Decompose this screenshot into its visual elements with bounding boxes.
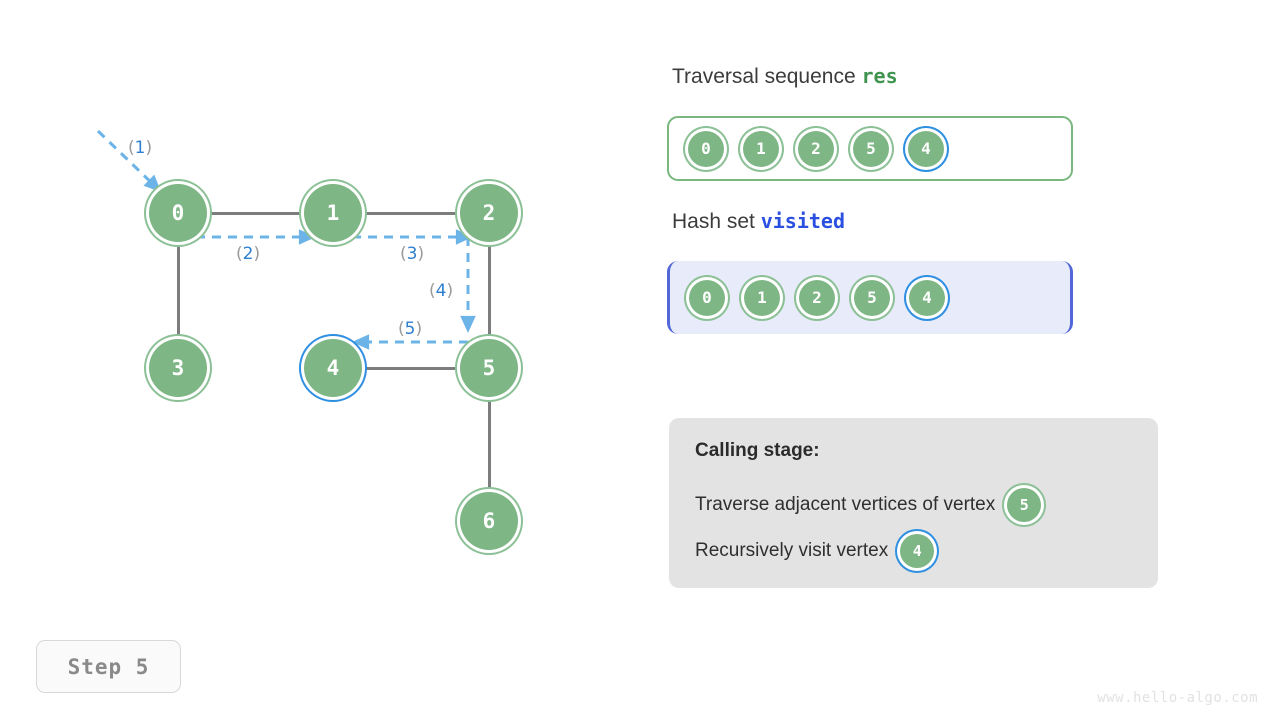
graph-node-0[interactable]: 0 — [149, 184, 207, 242]
res-cell-1[interactable]: 1 — [743, 130, 779, 167]
graph-node-4-label: 4 — [326, 356, 340, 380]
graph-panel: (1) (2) (3) (4) (5) 0 1 2 3 4 5 6 — [96, 129, 518, 550]
traversal-label-3: (3) — [400, 244, 425, 264]
calling-stage-line-2-node-label: 4 — [912, 542, 922, 560]
res-cell-3[interactable]: 5 — [853, 130, 889, 167]
right-panel: Traversal sequence res 0 1 2 5 4 Hash se… — [640, 0, 1280, 720]
graph-node-5-label: 5 — [482, 356, 496, 380]
visited-cell-4[interactable]: 4 — [909, 279, 945, 316]
calling-stage-line-1-text: Traverse adjacent vertices of vertex — [695, 494, 996, 515]
graph-edge-1-2 — [362, 212, 460, 215]
graph-edge-4-5 — [362, 367, 460, 370]
graph-edge-0-1 — [207, 212, 304, 215]
calling-stage-line-1-node-label: 5 — [1019, 496, 1029, 514]
graph-edge-2-5 — [488, 242, 491, 339]
visited-cell-3[interactable]: 5 — [854, 279, 890, 316]
visited-cell-0[interactable]: 0 — [689, 279, 725, 316]
res-cell-0-label: 0 — [701, 139, 711, 158]
traversal-label-5: (5) — [398, 319, 423, 339]
graph-node-1[interactable]: 1 — [304, 184, 362, 242]
graph-edge-5-6 — [488, 397, 491, 492]
graph-node-3-label: 3 — [171, 356, 185, 380]
visited-cell-0-label: 0 — [702, 288, 712, 307]
visited-heading-code: visited — [760, 209, 846, 233]
graph-node-2[interactable]: 2 — [460, 184, 518, 242]
res-heading-code: res — [861, 64, 898, 88]
res-heading: Traversal sequence res — [672, 64, 898, 89]
graph-node-1-label: 1 — [326, 201, 340, 225]
graph-node-4[interactable]: 4 — [304, 339, 362, 397]
visited-cell-3-label: 5 — [867, 288, 877, 307]
res-box: 0 1 2 5 4 — [667, 116, 1073, 181]
step-badge: Step 5 — [36, 640, 181, 693]
graph-edge-0-3 — [177, 242, 180, 339]
visited-heading-text: Hash set — [672, 210, 761, 233]
graph-node-6-label: 6 — [482, 509, 496, 533]
res-cell-3-label: 5 — [866, 139, 876, 158]
visited-cell-2[interactable]: 2 — [799, 279, 835, 316]
graph-node-6[interactable]: 6 — [460, 492, 518, 550]
graph-node-3[interactable]: 3 — [149, 339, 207, 397]
graph-node-2-label: 2 — [482, 201, 496, 225]
res-cell-4[interactable]: 4 — [908, 130, 944, 167]
traversal-label-4: (4) — [429, 281, 454, 301]
res-cell-2-label: 2 — [811, 139, 821, 158]
traversal-label-1: (1) — [128, 138, 153, 158]
calling-stage-line-1-node[interactable]: 5 — [1007, 488, 1042, 522]
calling-stage-panel: Calling stage: Traverse adjacent vertice… — [669, 418, 1158, 588]
graph-node-5[interactable]: 5 — [460, 339, 518, 397]
traversal-arrows — [96, 129, 476, 350]
res-cell-4-label: 4 — [921, 139, 931, 158]
res-heading-text: Traversal sequence — [672, 65, 862, 88]
visited-cell-row: 0 1 2 5 4 — [684, 261, 950, 334]
watermark: www.hello-algo.com — [1097, 690, 1258, 706]
res-cell-row: 0 1 2 5 4 — [683, 118, 949, 179]
res-cell-2[interactable]: 2 — [798, 130, 834, 167]
visited-cell-1-label: 1 — [757, 288, 767, 307]
visited-cell-1[interactable]: 1 — [744, 279, 780, 316]
traversal-arrow-1 — [96, 129, 162, 193]
visited-cell-2-label: 2 — [812, 288, 822, 307]
calling-stage-line-2: Recursively visit vertex 4 — [695, 528, 1132, 574]
res-cell-1-label: 1 — [756, 139, 766, 158]
visited-heading: Hash set visited — [672, 209, 845, 234]
visited-box: 0 1 2 5 4 — [667, 261, 1073, 334]
traversal-label-2: (2) — [236, 244, 261, 264]
calling-stage-line-1: Traverse adjacent vertices of vertex 5 — [695, 482, 1132, 528]
res-cell-0[interactable]: 0 — [688, 130, 724, 167]
calling-stage-line-2-text: Recursively visit vertex — [695, 540, 889, 561]
calling-stage-title: Calling stage: — [695, 440, 820, 461]
calling-stage-line-2-node[interactable]: 4 — [900, 534, 935, 568]
visited-cell-4-label: 4 — [922, 288, 932, 307]
graph-node-0-label: 0 — [171, 201, 185, 225]
